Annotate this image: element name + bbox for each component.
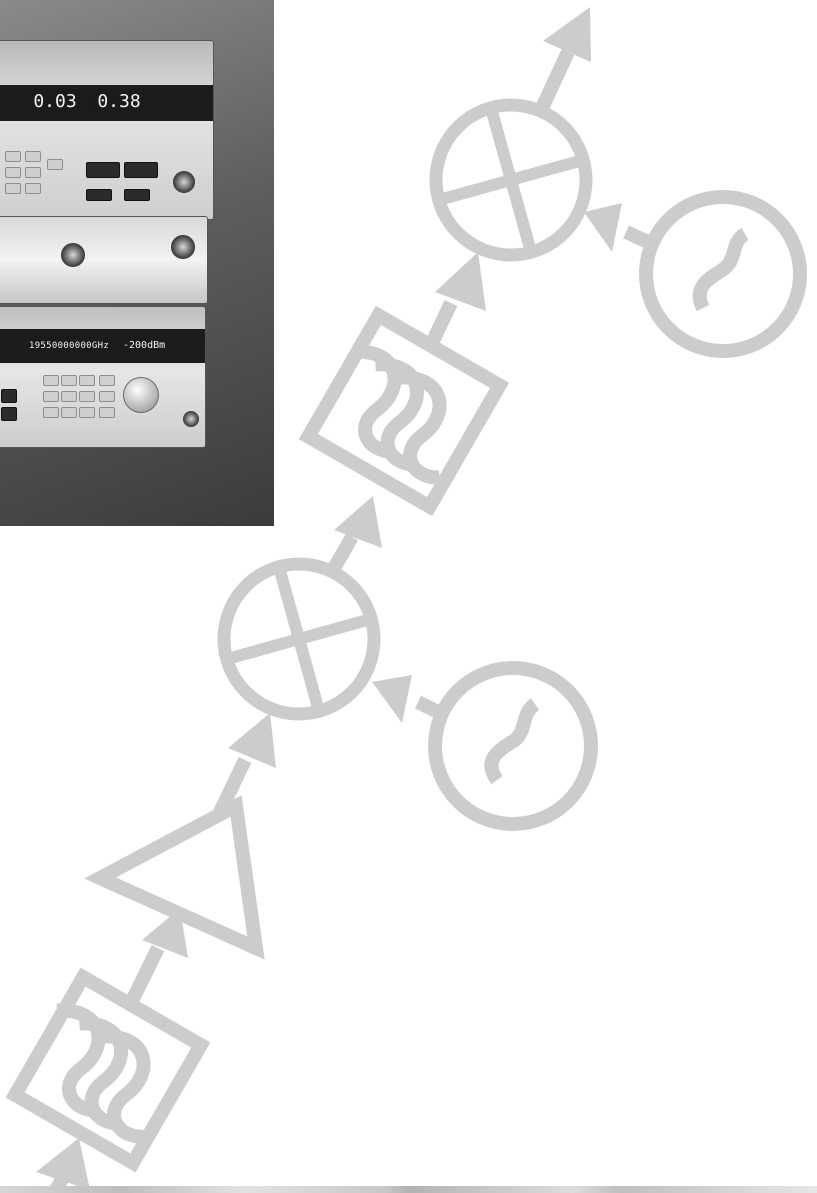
sine-source-icon — [700, 234, 745, 308]
bottom-edge-strip — [0, 1186, 817, 1193]
bandpass-filter-middle — [305, 313, 500, 506]
synthesizer-power-display: -200dBm — [123, 335, 173, 357]
arrow-filter-to-mixer — [431, 303, 451, 345]
power-meter-display-left: 0.03 — [27, 89, 83, 115]
rf-input-connector — [61, 243, 85, 267]
mixer-second — [436, 105, 586, 255]
tuning-knob — [123, 377, 159, 413]
arrow-oscillator-to-mixer-first — [418, 702, 438, 712]
power-meter-display-right: 0.38 — [87, 89, 151, 115]
arrowhead-filter-to-mixer — [435, 252, 486, 311]
arrowhead-oscillator-to-mixer-second — [584, 203, 622, 252]
bandpass-filter-input — [10, 974, 201, 1163]
sine-source-icon — [491, 704, 535, 780]
if-output-connector — [171, 235, 195, 259]
signal-synthesizer: 19550000000GHz -200dBm — [0, 306, 206, 448]
arrowhead-mixer-to-filter — [334, 496, 382, 548]
power-meter: 0.03 0.38 — [0, 40, 214, 220]
instrument-photo: 0.03 0.38 19550000000GHz -200dBm — [0, 0, 274, 526]
mixer-first — [224, 564, 374, 714]
output-arrow-line — [543, 52, 568, 106]
arrowhead-amplifier-to-mixer — [228, 713, 276, 768]
synthesizer-frequency-display: 19550000000GHz — [29, 335, 117, 357]
sensor-connector — [173, 171, 195, 193]
arrowhead-oscillator-to-mixer-first — [372, 675, 412, 723]
local-oscillator-second — [646, 197, 800, 351]
arrow-filter-to-amplifier — [131, 948, 158, 1003]
local-oscillator-first — [435, 668, 591, 824]
frequency-converter — [0, 216, 208, 304]
rf-output-connector — [183, 411, 199, 427]
arrow-oscillator-to-mixer-second — [626, 232, 648, 242]
arrow-mixer-to-filter — [333, 537, 352, 570]
